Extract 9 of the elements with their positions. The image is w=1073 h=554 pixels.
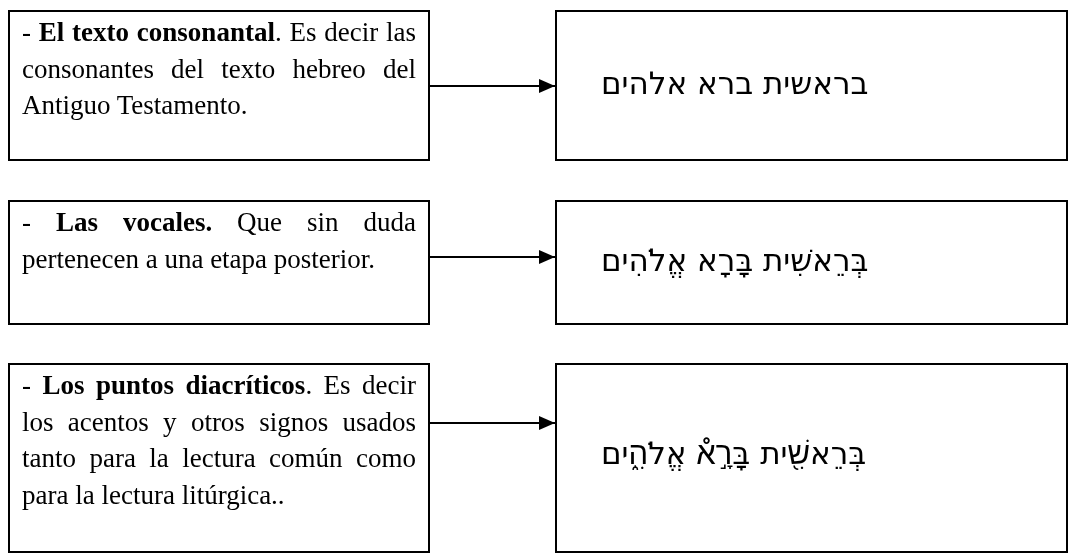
hebrew-text-box: בְּרֵאשִׁ֖ית בָּרָ֣א֯ אֱלֹהִ֑ים [555,363,1068,553]
arrow [429,79,556,93]
text-box: - Las vocales. Que sin duda pertenecen a una etapa posterior. [8,200,430,325]
arrow [429,416,556,430]
arrow [429,250,556,264]
text-box: - Los puntos diacríticos. Es decir los acentos y otros signos usados tanto para la lectura común como para la lectura litúrgica.. [8,363,430,553]
hebrew-text-box: בראשית ברא אלהים [555,10,1068,161]
text-box: - El texto consonantal. Es decir las consonantes del texto hebreo del Antiguo Testamento. [8,10,430,161]
hebrew-text-box: בְּרֵאשִׁית בָּרָא אֱלֹהִים [555,200,1068,325]
